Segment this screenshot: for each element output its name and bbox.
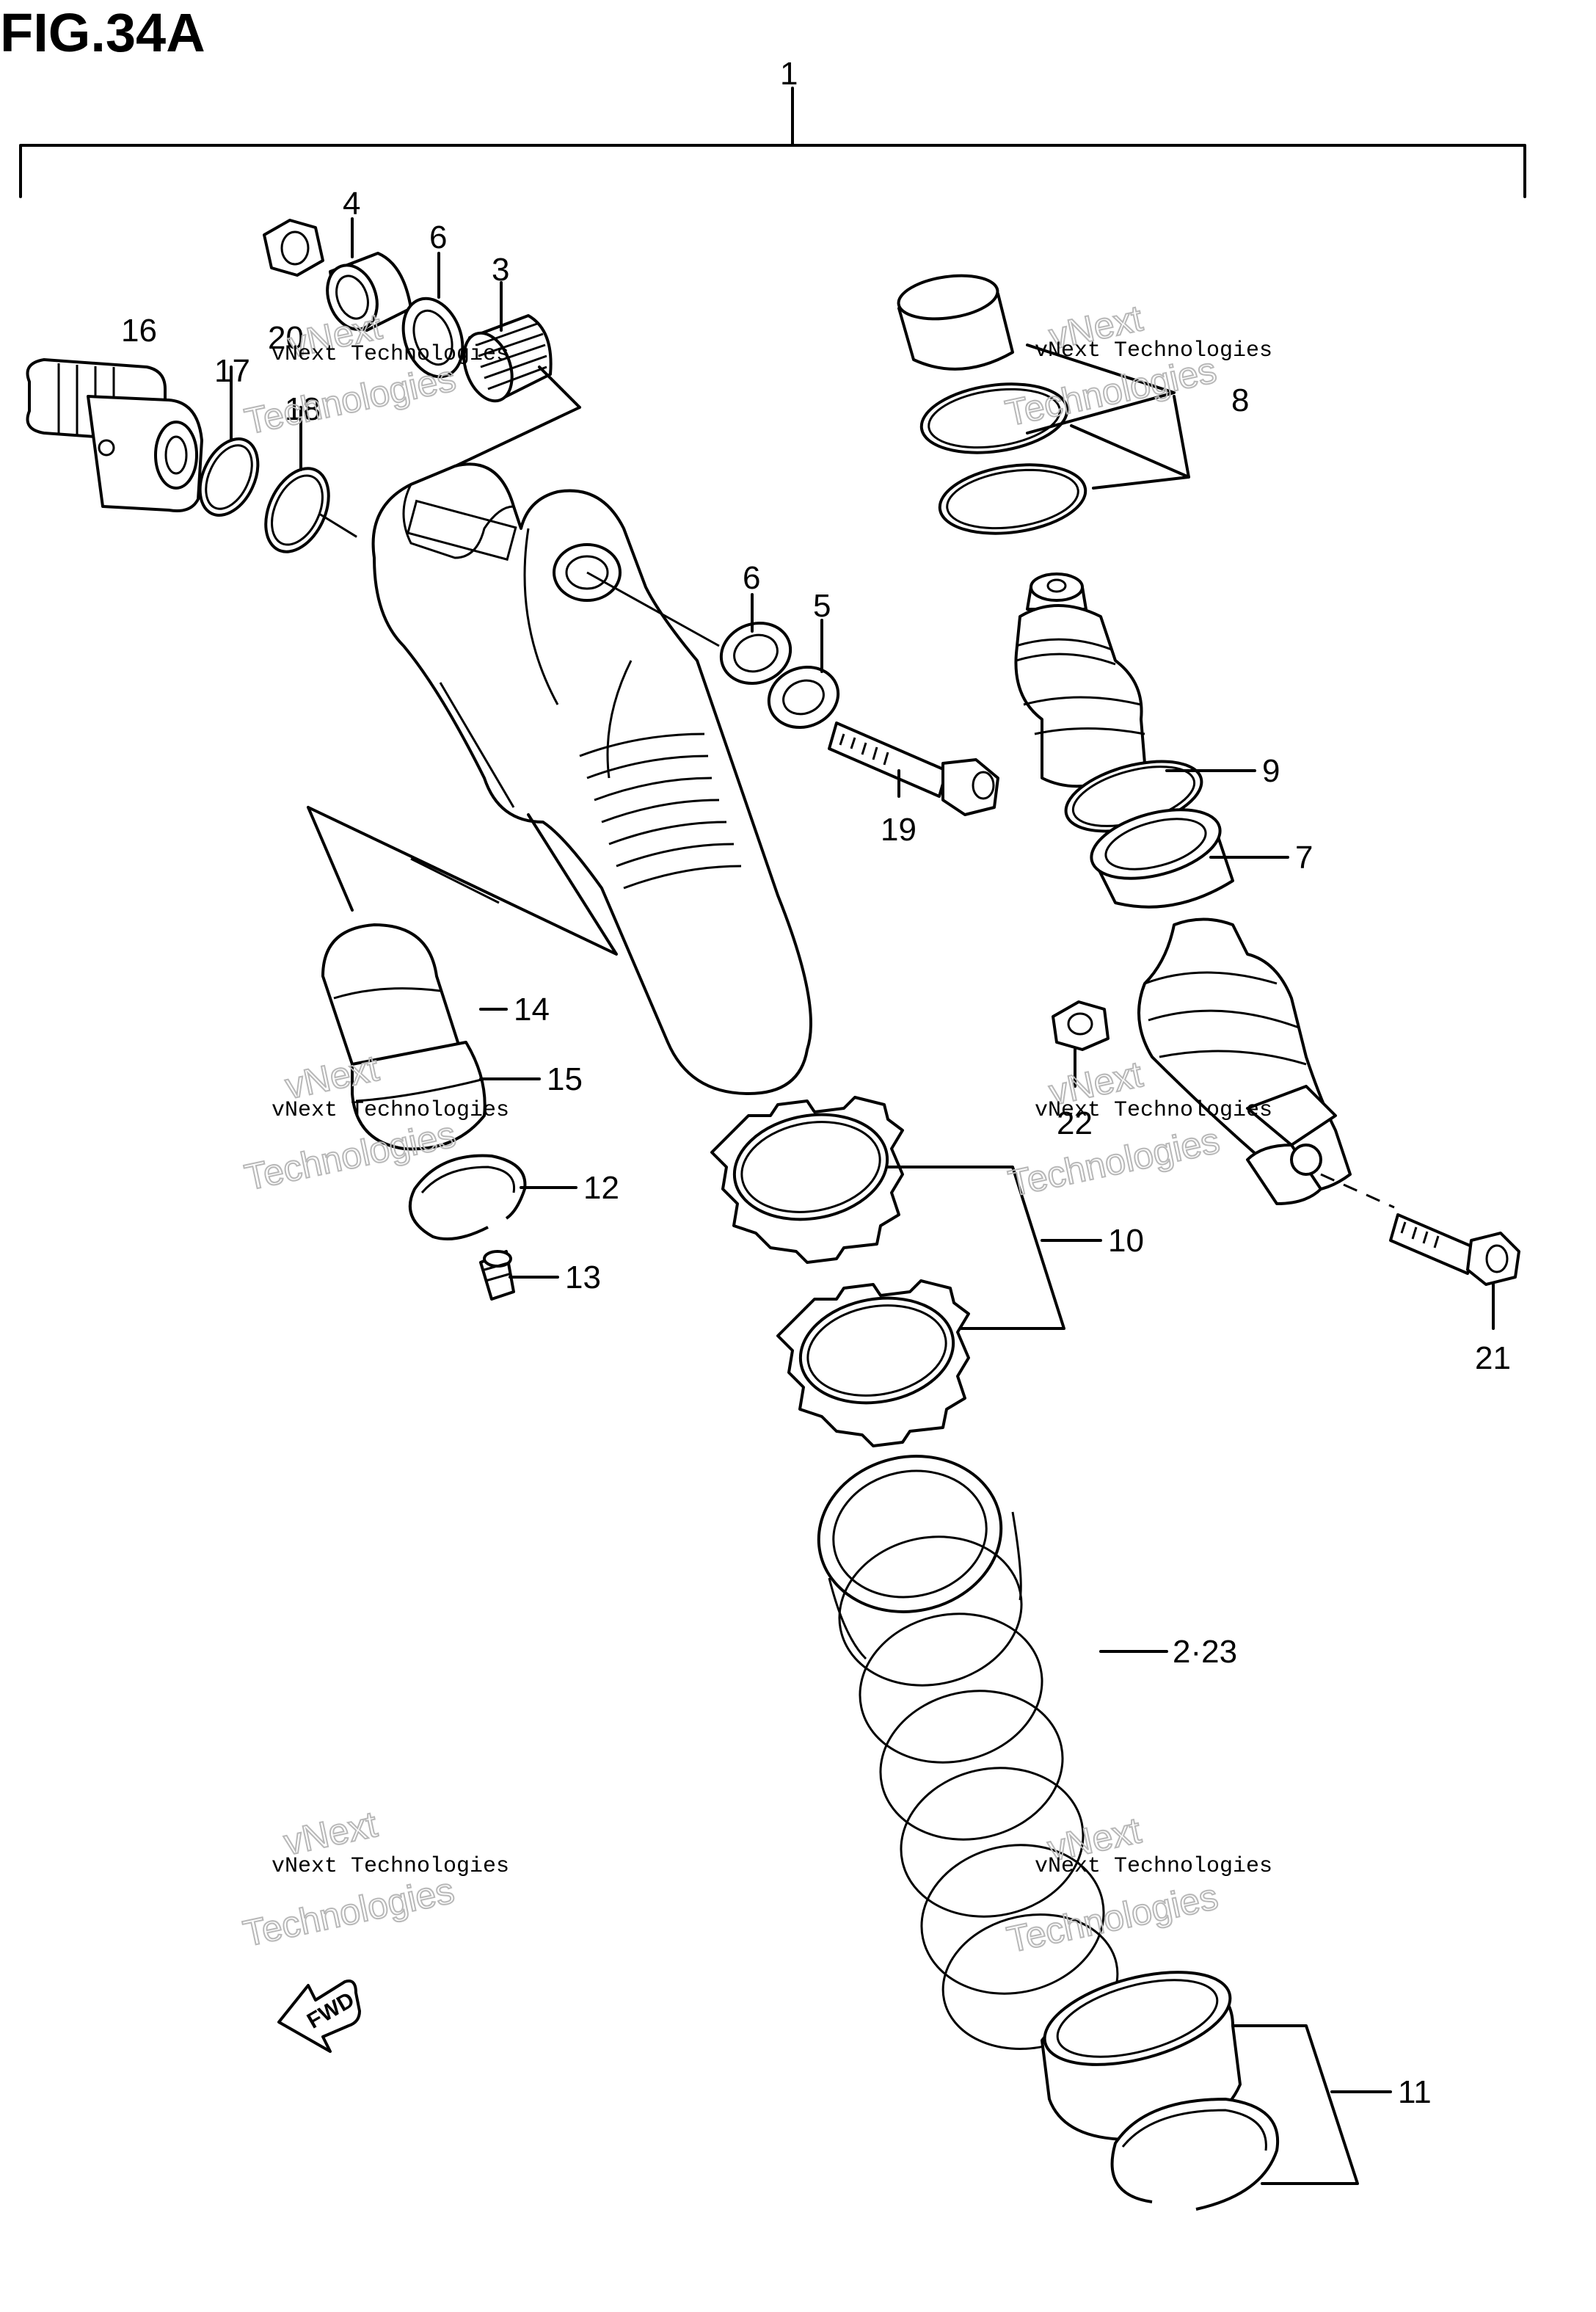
assembly-bracket [19, 87, 1526, 198]
callout-6-mid: 6 [743, 560, 760, 596]
callout-17: 17 [214, 353, 250, 389]
watermark-2-text: vNext Technologies [1035, 338, 1272, 363]
figure-title: FIG.34A [0, 2, 205, 63]
part-12-circlip [408, 1154, 527, 1240]
leader-reservoir [307, 806, 618, 956]
callout-12: 12 [583, 1170, 619, 1206]
callout-10: 10 [1108, 1223, 1144, 1259]
part-21-bolt [1320, 1173, 1520, 1286]
svg-text:Technologies: Technologies [1003, 1876, 1221, 1960]
callout-4: 4 [343, 186, 360, 222]
lower-mount [1137, 917, 1352, 1205]
part-18-o-ring [264, 467, 330, 553]
watermark-5-text: vNext Technologies [272, 1854, 509, 1879]
callout-18: 18 [285, 391, 321, 427]
part-20-nut [263, 219, 324, 277]
callout-15: 15 [547, 1061, 583, 1097]
callout-labels: 1 2·23 3 4 5 6 6 7 8 9 10 11 12 13 14 15… [121, 56, 1511, 2110]
part-15-cap [351, 1041, 487, 1151]
callout-13: 13 [565, 1259, 601, 1295]
damper-body [318, 366, 812, 1095]
callout-19: 19 [881, 812, 917, 848]
callout-2-23: 2·23 [1173, 1634, 1237, 1670]
svg-text:Technologies: Technologies [1005, 1119, 1223, 1204]
watermark-6-text: vNext Technologies [1035, 1854, 1272, 1879]
part-10-lock-nut-upper [710, 1096, 904, 1264]
part-10-lock-nut-lower [776, 1279, 970, 1447]
callout-14: 14 [514, 992, 550, 1028]
watermark-1-text: vNext Technologies [272, 342, 509, 367]
part-6-seal-mid [719, 621, 792, 686]
callout-16: 16 [121, 313, 157, 349]
part-5-washer [767, 665, 840, 730]
callout-7: 7 [1295, 840, 1313, 876]
svg-text:Technologies: Technologies [240, 1869, 458, 1954]
callout-6-upper: 6 [429, 219, 447, 255]
callout-5: 5 [813, 588, 831, 624]
leader-lines [230, 217, 1495, 2185]
svg-text:Technologies: Technologies [241, 357, 459, 442]
part-16-valve [26, 358, 203, 512]
watermark-4-text: vNext Technologies [1035, 1098, 1272, 1123]
part-22-nut [1052, 1000, 1109, 1051]
part-7-seal-head [1090, 808, 1234, 909]
callout-11: 11 [1398, 2074, 1432, 2110]
callout-21: 21 [1475, 1340, 1511, 1376]
callout-3: 3 [492, 252, 509, 288]
part-4-collar [326, 252, 412, 332]
part-2-23-spring [817, 1455, 1119, 2051]
forward-arrow-icon: FWD [277, 1980, 361, 2053]
part-3-bearing [462, 314, 553, 403]
callout-22: 22 [1057, 1105, 1093, 1141]
part-17-o-ring [198, 437, 260, 517]
part-8-bushing-set [897, 274, 1087, 535]
part-6-seal-upper [401, 297, 464, 379]
callout-9: 9 [1262, 753, 1280, 789]
part-19-bolt [828, 721, 999, 816]
part-13-plug [479, 1250, 515, 1301]
part-11-clip [1110, 2098, 1280, 2211]
watermark-3-text: vNext Technologies [272, 1098, 509, 1123]
callout-1: 1 [780, 56, 798, 92]
callout-8: 8 [1231, 382, 1249, 418]
callout-20: 20 [268, 320, 304, 356]
